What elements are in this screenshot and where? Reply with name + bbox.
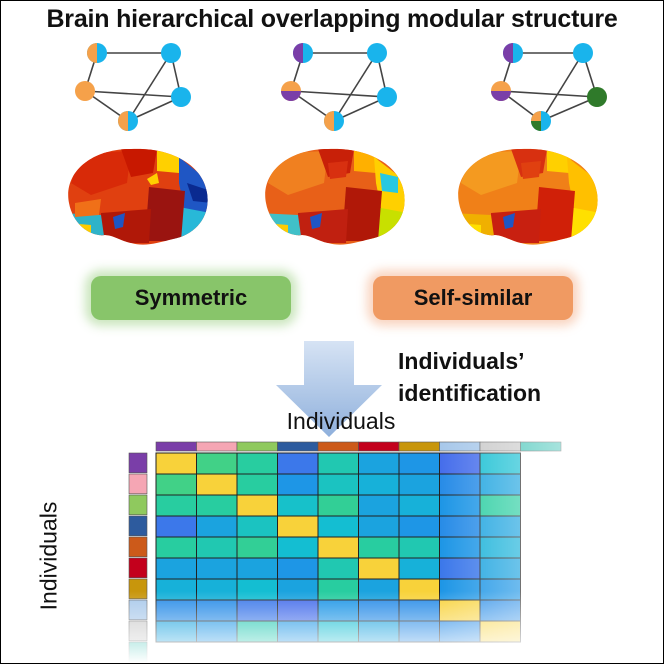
network-node — [87, 43, 107, 63]
identification-line-1: Individuals’ — [398, 348, 525, 374]
brain-map-3 — [458, 148, 598, 245]
matrix-cell — [317, 452, 359, 475]
network-node — [75, 81, 95, 101]
matrix-cell — [236, 515, 278, 538]
matrix-cell — [398, 557, 440, 580]
matrix-cell — [277, 515, 319, 538]
individual-color-top — [196, 441, 238, 452]
matrix-cell — [358, 494, 400, 517]
matrix-cell — [196, 452, 238, 475]
matrix-cell — [317, 557, 359, 580]
network-diagram-1 — [75, 43, 191, 131]
individual-color-left — [128, 515, 148, 537]
matrix-cell — [358, 557, 400, 580]
matrix-cell — [277, 473, 319, 496]
matrix-cell — [317, 473, 359, 496]
matrix-cell — [196, 494, 238, 517]
individual-color-left — [128, 452, 148, 474]
identification-label: Individuals’ identification — [398, 345, 598, 409]
matrix-cell — [236, 473, 278, 496]
matrix-cell — [398, 473, 440, 496]
matrix-cell — [155, 473, 197, 496]
individual-color-top — [155, 441, 197, 452]
matrix-cell — [317, 515, 359, 538]
matrix-cell — [358, 515, 400, 538]
network-node — [161, 43, 181, 63]
matrix-cell — [358, 473, 400, 496]
self-similar-label: Self-similar — [373, 276, 573, 320]
matrix-cell — [398, 515, 440, 538]
network-node — [171, 87, 191, 107]
self-similar-text: Self-similar — [413, 285, 533, 310]
network-node — [531, 111, 551, 131]
matrix-cell — [236, 536, 278, 559]
brain-map-2 — [265, 148, 405, 245]
symmetric-text: Symmetric — [134, 285, 248, 310]
matrix-cell — [358, 536, 400, 559]
individual-color-top — [317, 441, 359, 452]
individual-color-top — [398, 441, 440, 452]
identification-line-2: identification — [398, 380, 542, 406]
matrix-cell — [277, 557, 319, 580]
matrix-cell — [317, 536, 359, 559]
matrix-cell — [236, 452, 278, 475]
network-node — [367, 43, 387, 63]
matrix-cell — [196, 473, 238, 496]
matrix-axis-label-top: Individuals — [286, 408, 396, 434]
network-diagram-2 — [281, 43, 397, 131]
individual-color-left — [128, 473, 148, 495]
individual-color-left — [128, 536, 148, 558]
matrix-cell — [155, 557, 197, 580]
matrix-cell — [196, 536, 238, 559]
matrix-cell — [236, 494, 278, 517]
brain-map-1 — [68, 148, 208, 245]
network-node — [587, 87, 607, 107]
matrix-cell — [317, 494, 359, 517]
individual-color-top — [358, 441, 400, 452]
matrix-cell — [236, 557, 278, 580]
network-node — [503, 43, 523, 63]
network-node — [118, 111, 138, 131]
network-node — [491, 81, 511, 101]
matrix-cell — [155, 452, 197, 475]
matrix-cell — [196, 515, 238, 538]
symmetric-label: Symmetric — [91, 276, 291, 320]
matrix-cell — [398, 452, 440, 475]
down-arrow-icon — [276, 341, 382, 437]
individual-color-top — [236, 441, 278, 452]
matrix-cell — [358, 452, 400, 475]
individual-color-left — [128, 494, 148, 516]
individual-color-left — [128, 557, 148, 579]
matrix-cell — [398, 494, 440, 517]
matrix-cell — [155, 494, 197, 517]
matrix-cell — [277, 494, 319, 517]
network-node — [293, 43, 313, 63]
matrix-cell — [155, 536, 197, 559]
matrix-cell — [155, 515, 197, 538]
network-diagram-3 — [491, 43, 607, 131]
matrix-cell — [196, 557, 238, 580]
matrix-cell — [398, 536, 440, 559]
figure-title: Brain hierarchical overlapping modular s… — [46, 5, 618, 33]
individual-color-top — [277, 441, 319, 452]
network-node — [281, 81, 301, 101]
matrix-cell — [277, 536, 319, 559]
matrix-cell — [277, 452, 319, 475]
network-node — [324, 111, 344, 131]
network-node — [573, 43, 593, 63]
network-node — [377, 87, 397, 107]
